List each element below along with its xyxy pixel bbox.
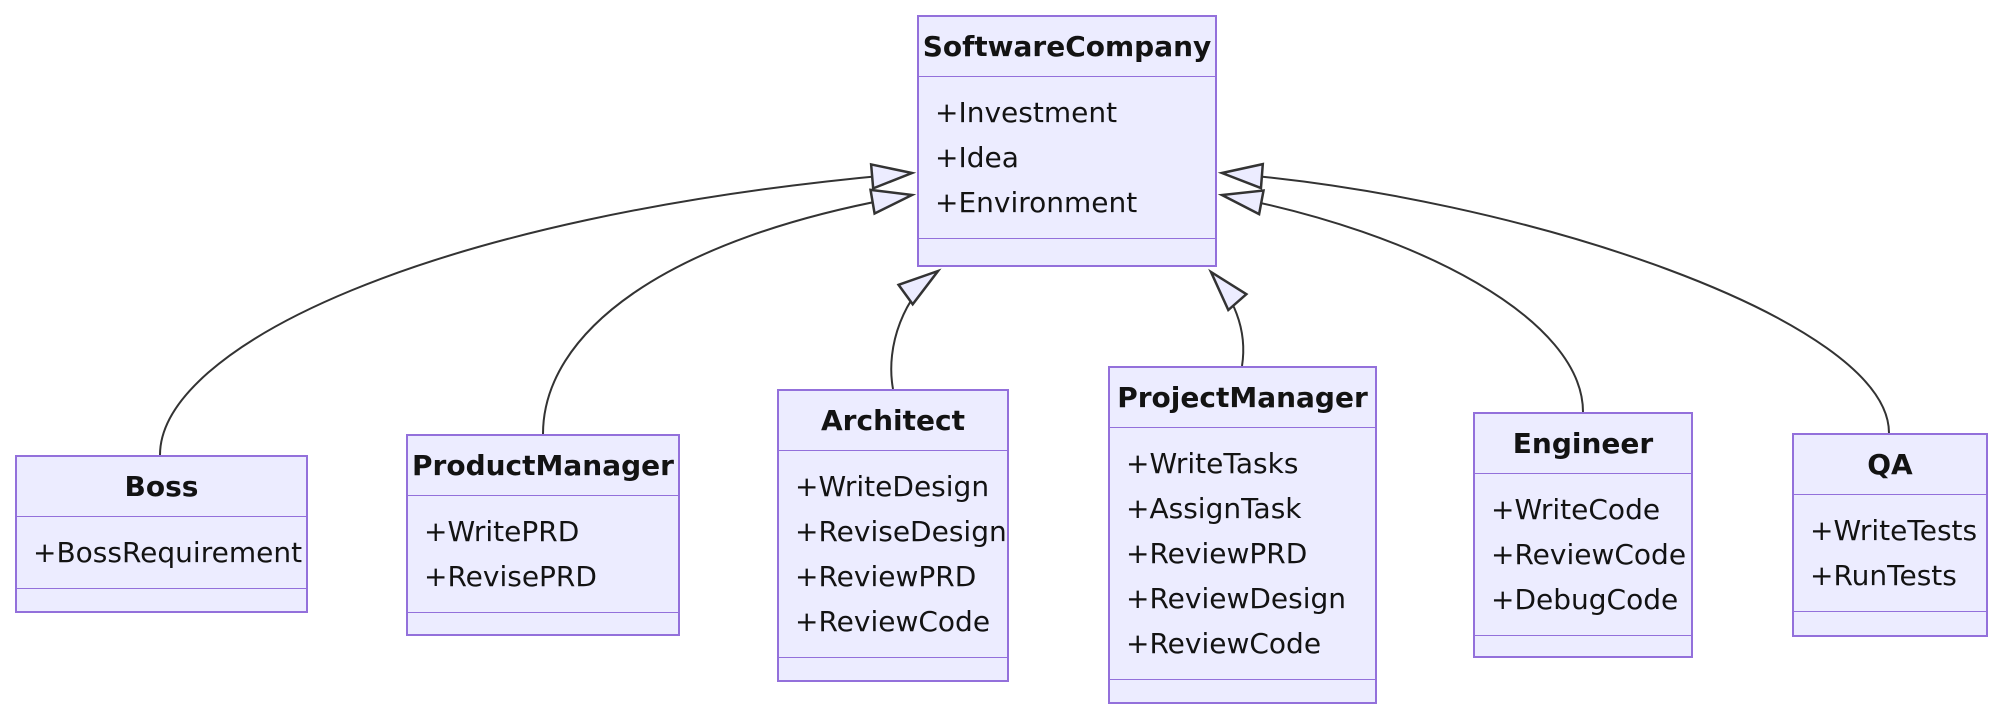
class-box-productmanager: ProductManager +WritePRD +RevisePRD [406, 434, 680, 636]
class-attribute: +ReviewCode [1126, 627, 1322, 660]
class-attribute: +RunTests [1810, 559, 1957, 592]
class-methods-empty [408, 613, 678, 634]
class-attribute: +Environment [935, 186, 1138, 219]
class-title: Boss [17, 457, 306, 517]
class-title: QA [1794, 435, 1986, 495]
class-box-softwarecompany: SoftwareCompany +Investment +Idea +Envir… [917, 15, 1217, 267]
inheritance-edge-qa [1217, 162, 1890, 434]
class-methods-empty [779, 658, 1007, 680]
class-attribute: +WriteDesign [795, 470, 990, 503]
class-attribute: +RevisePRD [424, 560, 597, 593]
class-title: ProductManager [408, 436, 678, 496]
class-attributes: +WriteTests +RunTests [1794, 495, 1986, 612]
class-methods-empty [1110, 680, 1375, 702]
class-attribute: +Idea [935, 141, 1019, 174]
inheritance-edge-boss [159, 162, 917, 456]
class-attributes: +Investment +Idea +Environment [919, 77, 1215, 239]
class-methods-empty [1475, 636, 1691, 656]
class-box-architect: Architect +WriteDesign +ReviseDesign +Re… [777, 389, 1009, 682]
inheritance-edge-productmanager [542, 188, 917, 435]
class-attribute: +AssignTask [1126, 492, 1302, 525]
inheritance-edge-engineer [1217, 189, 1584, 413]
class-attribute: +Investment [935, 96, 1118, 129]
class-title: Architect [779, 391, 1007, 451]
class-box-projectmanager: ProjectManager +WriteTasks +AssignTask +… [1108, 366, 1377, 704]
class-attribute: +WriteCode [1491, 493, 1661, 526]
class-attribute: +DebugCode [1491, 583, 1679, 616]
class-attribute: +ReviewCode [1491, 538, 1687, 571]
class-methods-empty [17, 589, 306, 611]
class-attribute: +ReviewPRD [795, 560, 977, 593]
class-attribute: +WriteTasks [1126, 447, 1299, 480]
class-title: ProjectManager [1110, 368, 1375, 428]
class-attribute: +WriteTests [1810, 514, 1978, 547]
class-methods-empty [919, 239, 1215, 265]
class-box-qa: QA +WriteTests +RunTests [1792, 433, 1988, 637]
class-attribute: +WritePRD [424, 515, 580, 548]
inheritance-edge-projectmanager [1208, 268, 1249, 367]
class-attribute: +ReviewPRD [1126, 537, 1308, 570]
class-attributes: +WriteCode +ReviewCode +DebugCode [1475, 474, 1691, 636]
class-attribute: +BossRequirement [33, 536, 303, 569]
class-attribute: +ReviseDesign [795, 515, 1007, 548]
class-attributes: +WriteDesign +ReviseDesign +ReviewPRD +R… [779, 451, 1007, 658]
class-box-boss: Boss +BossRequirement [15, 455, 308, 613]
class-attributes: +BossRequirement [17, 517, 306, 589]
class-attributes: +WritePRD +RevisePRD [408, 496, 678, 613]
class-box-engineer: Engineer +WriteCode +ReviewCode +DebugCo… [1473, 412, 1693, 658]
class-title: Engineer [1475, 414, 1691, 474]
class-attribute: +ReviewDesign [1126, 582, 1347, 615]
class-title: SoftwareCompany [919, 17, 1215, 77]
inheritance-edge-architect [890, 268, 942, 390]
class-attributes: +WriteTasks +AssignTask +ReviewPRD +Revi… [1110, 428, 1375, 680]
class-methods-empty [1794, 612, 1986, 635]
class-attribute: +ReviewCode [795, 605, 991, 638]
